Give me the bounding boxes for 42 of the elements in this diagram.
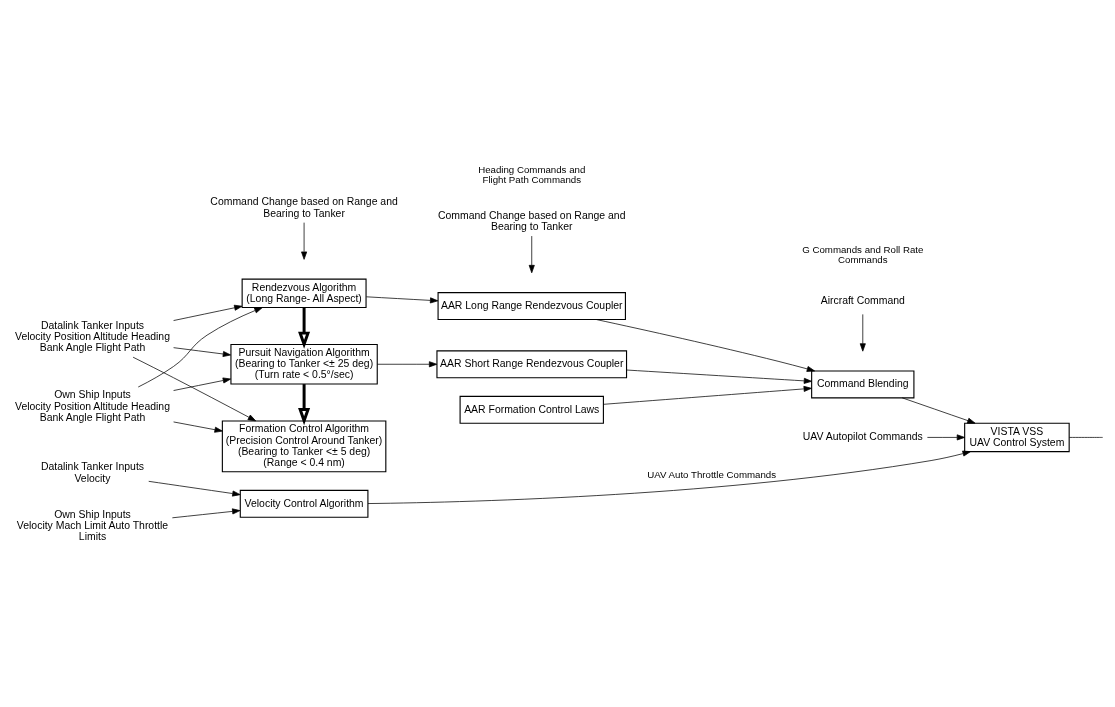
arrow [528, 235, 535, 273]
arrow [173, 346, 231, 357]
node-box: Velocity Control Algorithm [239, 489, 369, 518]
node-box: AAR Short Range Rendezvous Coupler [436, 349, 628, 378]
arrow [132, 356, 257, 421]
arrow [365, 295, 439, 303]
edge-label: UAV Auto Throttle Commands [647, 468, 777, 480]
arrow [148, 480, 241, 496]
node-text: Command Change based on Range and Bearing to Tanker [438, 209, 626, 232]
node-box: AAR Formation Control Laws [459, 395, 604, 424]
label: G Commands and Roll Rate Commands [802, 243, 924, 265]
arrow [859, 313, 866, 352]
arrow [603, 385, 812, 405]
node-text: Aircraft Command [820, 294, 905, 306]
connector [1069, 436, 1104, 438]
node-text: Datalink Tanker Inputs Velocity [40, 460, 145, 484]
arrow [301, 221, 308, 260]
arrow [367, 450, 971, 504]
arrow [376, 360, 438, 367]
node-text: UAV Autopilot Commands [802, 430, 923, 442]
label: Heading Commands and Flight Path Commands [478, 163, 586, 185]
arrow [172, 507, 241, 518]
arrow [927, 433, 965, 440]
node-text: Own Ship Inputs Velocity Position Altitude Heading Bank Angle Flight Path [15, 388, 170, 423]
arrow [298, 307, 311, 349]
arrow [901, 397, 976, 424]
arrow [173, 421, 223, 433]
node-box: Rendezvous Algorithm (Long Range- All Aspect) [241, 278, 367, 308]
arrow [626, 369, 812, 384]
node-text: Datalink Tanker Inputs Velocity Position Altitude Heading Bank Angle Flight Path [15, 319, 170, 353]
arrow [595, 318, 815, 372]
arrow [173, 304, 243, 321]
node-box: AAR Long Range Rendezvous Coupler [437, 291, 626, 320]
node-box: VISTA VSS UAV Control System [964, 422, 1070, 452]
arrow [298, 383, 311, 425]
node-box: Command Blending [811, 369, 915, 398]
arrow [137, 306, 263, 387]
arrow [173, 377, 231, 391]
node-box: Formation Control Algorithm (Precision Control Around Tanker) (Bearing to Tanker <± 5 deg) (Range < 0.4 nm) [221, 419, 387, 472]
node-box: Pursuit Navigation Algorithm (Bearing to Tanker <± 25 deg) (Turn rate < 0.5°/sec) [230, 343, 378, 385]
node-text: Own Ship Inputs Velocity Mach Limit Auto Throttle Limits [16, 508, 169, 542]
node-text: Command Change based on Range and Bearing to Tanker [210, 195, 398, 219]
